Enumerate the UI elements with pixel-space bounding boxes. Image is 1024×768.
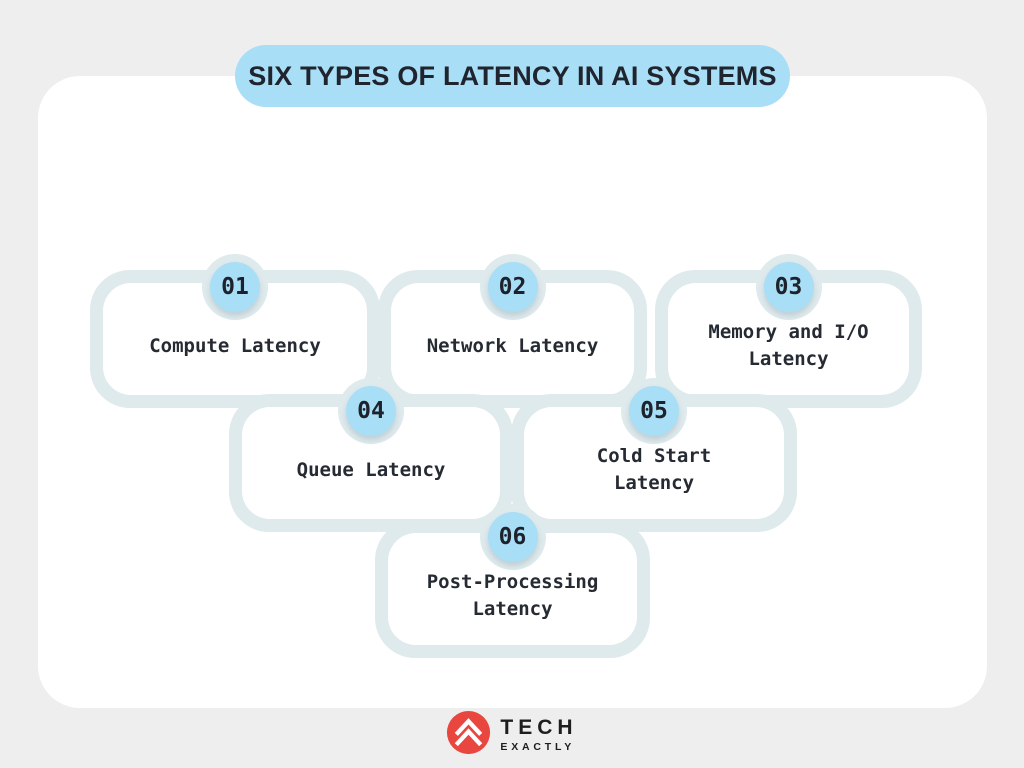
latency-box-label: Cold Start Latency [596, 445, 712, 494]
badge-ring: 03 [755, 254, 822, 320]
badge-ring: 05 [621, 378, 687, 444]
latency-box-label: Compute Latency [149, 334, 321, 357]
step-number-badge: 04 [346, 386, 396, 436]
latency-box-queue: 04 Queue Latency [229, 378, 513, 532]
badge-ring: 02 [479, 254, 546, 320]
badge-ring: 04 [338, 378, 404, 444]
latency-box-network: 02 Network Latency [378, 254, 647, 408]
brand-wordmark: TECH EXACTLY [500, 716, 578, 754]
chevron-mountain-icon [446, 710, 491, 760]
badge-ring: 06 [479, 504, 546, 570]
latency-box-label: Post-Processing Latency [426, 571, 599, 620]
brand-name: TECH [500, 716, 578, 739]
step-number-badge: 06 [487, 512, 538, 562]
title-banner: SIX TYPES OF LATENCY IN AI SYSTEMS [235, 45, 790, 107]
page-title: SIX TYPES OF LATENCY IN AI SYSTEMS [248, 60, 777, 91]
brand-footer: TECH EXACTLY [0, 710, 1024, 760]
latency-box-memory-io: 03 Memory and I/O Latency [655, 254, 922, 408]
latency-box-label: Queue Latency [296, 458, 446, 481]
badge-ring: 01 [202, 254, 268, 320]
step-number-badge: 03 [763, 262, 814, 312]
latency-box-label: Memory and I/O Latency [708, 321, 869, 370]
latency-box-cold-start: 05 Cold Start Latency [511, 378, 797, 532]
step-number-badge: 01 [210, 262, 260, 312]
step-number-badge: 05 [629, 386, 679, 436]
latency-box-post-processing: 06 Post-Processing Latency [375, 504, 650, 658]
latency-box-compute: 01 Compute Latency [90, 254, 380, 408]
brand-subname: EXACTLY [500, 741, 576, 753]
latency-box-inner: Network Latency [391, 283, 634, 395]
latency-box-label: Network Latency [426, 334, 599, 357]
step-number-badge: 02 [487, 262, 538, 312]
